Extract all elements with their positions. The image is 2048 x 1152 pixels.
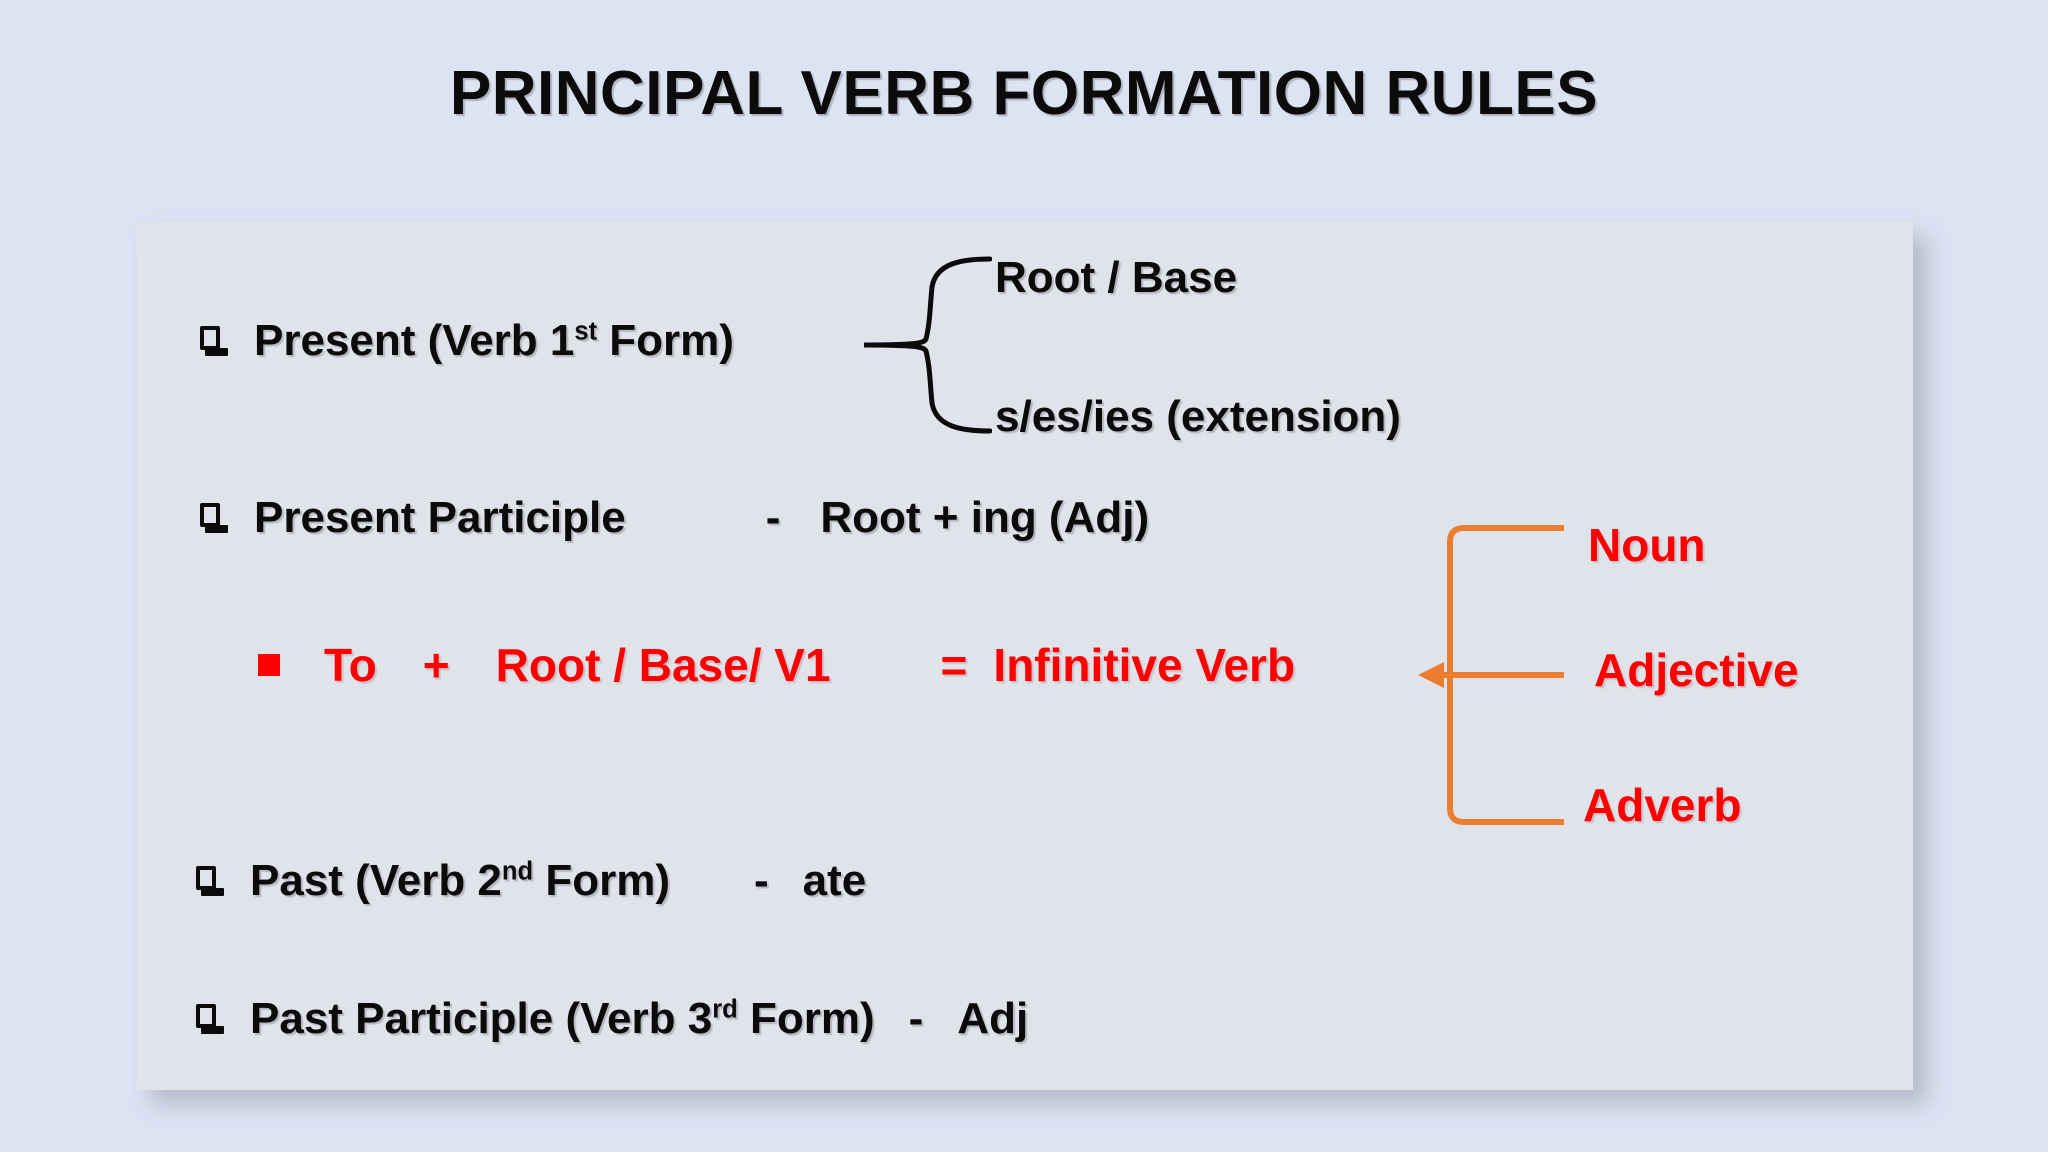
checkbox-bullet-icon: [196, 1004, 224, 1034]
curly-brace-icon: [862, 253, 993, 438]
row-past-label-b: Form): [533, 856, 670, 905]
branch-root-base: Root / Base: [995, 253, 1238, 302]
row-past-participle-label-superscript: rd: [712, 995, 738, 1024]
pos-label-adverb: Adverb: [1583, 779, 1742, 831]
row-past-participle-label-a: Past Participle (Verb 3: [250, 994, 713, 1043]
pos-label-noun: Noun: [1588, 519, 1706, 571]
row-past-dash: -: [753, 856, 769, 905]
row-present-label-superscript: st: [574, 317, 598, 346]
row-present-participle: Present Participle - Root + ing (Adj): [200, 493, 1149, 543]
row-past-participle-label: Past Participle (Verb 3rd Form): [250, 994, 875, 1044]
row-past: Past (Verb 2nd Form) - ate: [196, 856, 866, 906]
page-title: PRINCIPAL VERB FORMATION RULES: [449, 59, 1599, 128]
infinitive-result: Infinitive Verb: [993, 639, 1296, 691]
row-past-label: Past (Verb 2nd Form): [250, 856, 670, 906]
infinitive-root: Root / Base/ V1: [495, 639, 831, 691]
row-present-participle-dash: -: [765, 493, 781, 542]
infinitive-to: To: [324, 639, 377, 691]
square-bullet-icon: [258, 654, 280, 676]
row-infinitive: To + Root / Base/ V1 = Infinitive Verb: [258, 638, 1295, 692]
row-past-participle-dash: -: [908, 994, 924, 1043]
row-present-participle-label: Present Participle: [254, 493, 626, 542]
orange-bracket-icon: [1418, 520, 1608, 830]
row-past-label-a: Past (Verb 2: [250, 856, 502, 905]
row-present-label-a: Present (Verb 1: [254, 316, 575, 365]
row-present-label-b: Form): [597, 316, 734, 365]
pos-label-adjective: Adjective: [1594, 644, 1799, 696]
row-present-participle-value: Root + ing (Adj): [820, 493, 1150, 542]
row-past-participle: Past Participle (Verb 3rd Form) - Adj: [196, 994, 1028, 1044]
infinitive-plus: +: [422, 639, 450, 691]
checkbox-bullet-icon: [200, 503, 228, 533]
row-past-value: ate: [802, 856, 867, 905]
row-present-label: Present (Verb 1st Form): [254, 316, 734, 366]
infinitive-equals: =: [940, 639, 968, 691]
row-present: Present (Verb 1st Form): [200, 316, 734, 366]
row-past-participle-value: Adj: [957, 994, 1029, 1043]
branch-extension: s/es/ies (extension): [995, 392, 1401, 441]
content-panel: [137, 222, 1913, 1090]
row-past-label-superscript: nd: [501, 857, 534, 886]
checkbox-bullet-icon: [196, 866, 224, 896]
row-past-participle-label-b: Form): [737, 994, 875, 1043]
checkbox-bullet-icon: [200, 326, 228, 356]
